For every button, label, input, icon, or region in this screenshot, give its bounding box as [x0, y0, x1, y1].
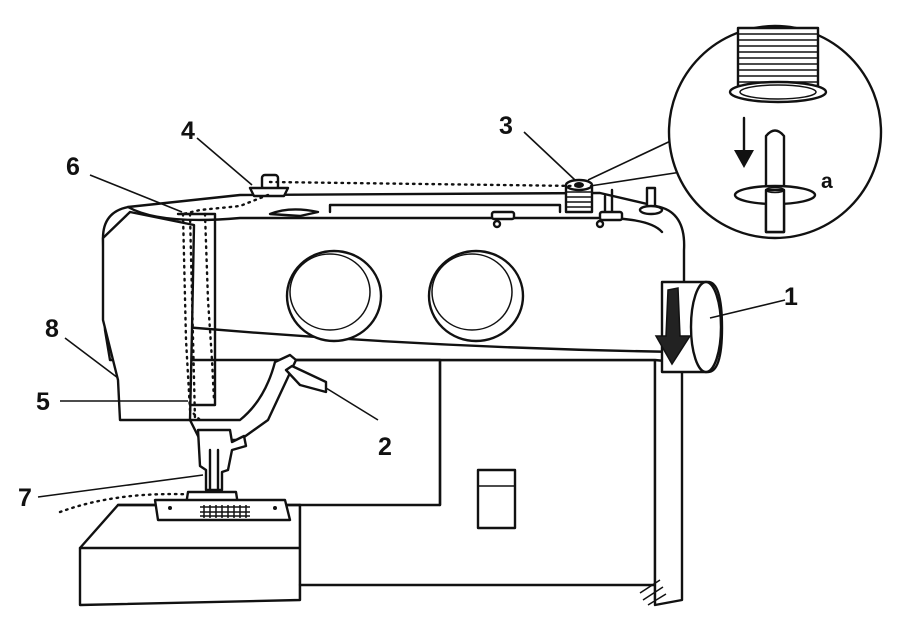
- bobbin-winder: [598, 186, 664, 222]
- callout-labels: 1 2 3 4 5 6 7 8: [18, 112, 798, 512]
- inset-label-a: a: [821, 170, 833, 193]
- thread-guide: [248, 173, 290, 198]
- leader-lines: [37, 131, 786, 498]
- take-up-lever: [176, 212, 217, 407]
- callout-6: 6: [66, 153, 80, 181]
- stitch-selector-dial: [285, 249, 383, 343]
- needle-assembly: [184, 428, 248, 507]
- callout-7: 7: [18, 484, 32, 512]
- callout-1: 1: [784, 283, 798, 311]
- callout-3: 3: [499, 112, 513, 140]
- callout-5: 5: [36, 388, 50, 416]
- needle-plate: [153, 498, 292, 522]
- down-arrow-icon: [734, 150, 754, 168]
- spool-inset-detail: a: [667, 24, 883, 240]
- rotation-arrow-icon: [654, 287, 692, 366]
- machine-body: [78, 191, 686, 607]
- spool-pin: [564, 178, 594, 214]
- stitch-length-dial: [427, 249, 525, 343]
- callout-8: 8: [45, 315, 59, 343]
- thread-path: [58, 180, 579, 514]
- callout-4: 4: [181, 117, 195, 145]
- presser-foot-lever: [284, 364, 328, 394]
- handwheel: [654, 280, 724, 374]
- callout-2: 2: [378, 433, 392, 461]
